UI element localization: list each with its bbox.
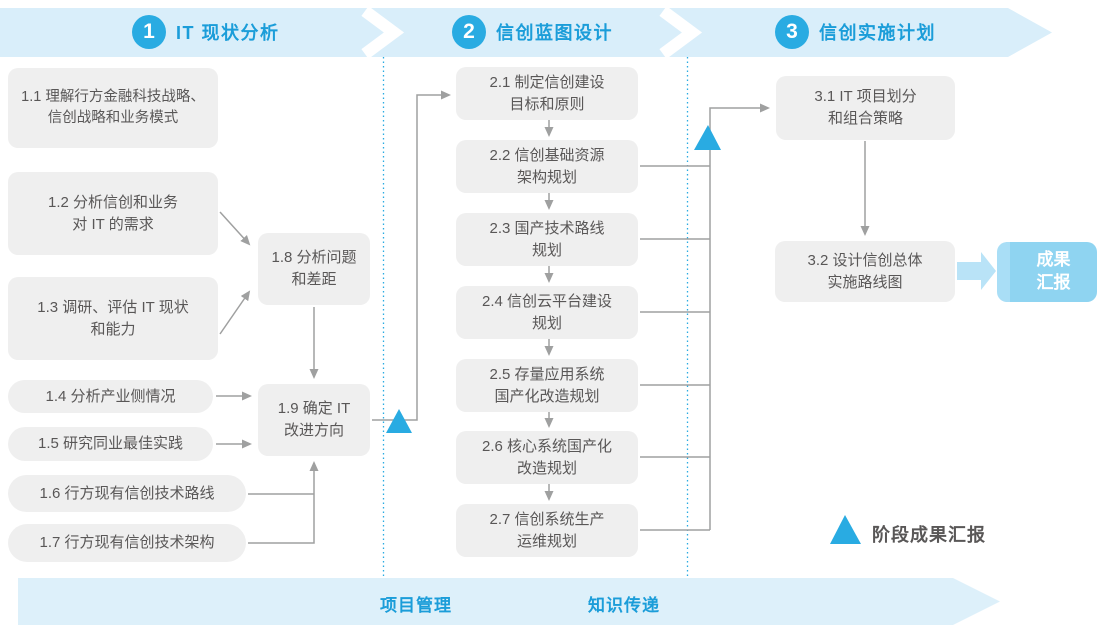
phase-header-2: 2 信创蓝图设计 — [452, 15, 613, 49]
phase-header-3: 3 信创实施计划 — [775, 15, 936, 49]
box-1-8: 1.8 分析问题 和差距 — [258, 233, 370, 305]
box-1-2: 1.2 分析信创和业务 对 IT 的需求 — [8, 172, 218, 255]
box-text-line: 和能力 — [90, 320, 136, 338]
box-1-1: 1.1 理解行方金融科技战略、 信创战略和业务模式 — [8, 68, 218, 148]
box-text-line: 3.1 IT 项目划分 — [814, 88, 917, 106]
footer-label-project-management: 项目管理 — [380, 596, 452, 615]
box-text-line: 2.1 制定信创建设 — [489, 73, 605, 91]
box-1-3: 1.3 调研、评估 IT 现状 和能力 — [8, 277, 218, 360]
box-2-2: 2.2 信创基础资源 架构规划 — [456, 140, 638, 193]
chevron-separator-1 — [361, 6, 405, 59]
box-2-7: 2.7 信创系统生产 运维规划 — [456, 504, 638, 557]
box-2-4: 2.4 信创云平台建设 规划 — [456, 286, 638, 339]
box-text-line: 1.7 行方现有信创技术架构 — [39, 534, 215, 552]
phase-number-badge: 2 — [452, 15, 486, 49]
phase-header-1: 1 IT 现状分析 — [132, 15, 280, 49]
box-1-7: 1.7 行方现有信创技术架构 — [8, 524, 246, 562]
box-1-5: 1.5 研究同业最佳实践 — [8, 427, 213, 461]
box-text-line: 2.3 国产技术路线 — [489, 219, 605, 237]
footer-banner-arrow — [18, 578, 1000, 625]
box-text-line: 实施路线图 — [827, 273, 903, 291]
box-1-6: 1.6 行方现有信创技术路线 — [8, 475, 246, 512]
box-text-line: 1.4 分析产业侧情况 — [45, 387, 176, 405]
phase-number: 2 — [463, 20, 475, 43]
phase-number-badge: 1 — [132, 15, 166, 49]
box-text-line: 2.7 信创系统生产 — [489, 510, 605, 528]
result-report-box: 成果 汇报 — [997, 242, 1097, 302]
box-text-line: 2.5 存量应用系统 — [489, 365, 605, 383]
legend-triangle-icon — [830, 515, 861, 544]
chevron-separator-2 — [659, 6, 703, 59]
box-1-9: 1.9 确定 IT 改进方向 — [258, 384, 370, 456]
phase-title: 信创蓝图设计 — [496, 23, 613, 43]
box-text-line: 3.2 设计信创总体 — [807, 251, 923, 269]
box-text-line: 规划 — [531, 314, 562, 332]
box-text-line: 改造规划 — [516, 459, 577, 477]
box-text-line: 运维规划 — [516, 532, 577, 550]
box-text-line: 1.1 理解行方金融科技战略、 — [21, 88, 205, 105]
phase-number-badge: 3 — [775, 15, 809, 49]
box-text-line: 1.3 调研、评估 IT 现状 — [37, 298, 189, 316]
footer-label-knowledge-transfer: 知识传递 — [588, 596, 660, 615]
box-text-line: 2.6 核心系统国产化 — [481, 437, 613, 455]
result-text-line: 成果 — [1036, 250, 1071, 270]
box-text-line: 1.2 分析信创和业务 — [47, 193, 179, 211]
box-text-line: 2.4 信创云平台建设 — [481, 292, 613, 310]
box-2-5: 2.5 存量应用系统 国产化改造规划 — [456, 359, 638, 412]
box-2-3: 2.3 国产技术路线 规划 — [456, 213, 638, 266]
milestone-triangle-phase1 — [386, 409, 412, 433]
box-text-line: 架构规划 — [516, 168, 577, 186]
box-text-line: 1.9 确定 IT — [277, 400, 351, 418]
box-text-line: 1.8 分析问题 — [271, 249, 357, 267]
phase-title: IT 现状分析 — [176, 23, 280, 43]
box-text-line: 和组合策略 — [827, 110, 903, 127]
box-text-line: 对 IT 的需求 — [72, 215, 154, 233]
box-text-line: 国产化改造规划 — [494, 387, 600, 405]
box-text-line: 目标和原则 — [509, 95, 585, 113]
box-text-line: 改进方向 — [283, 422, 344, 439]
result-arrow — [957, 252, 996, 290]
box-3-1: 3.1 IT 项目划分 和组合策略 — [776, 76, 955, 140]
box-2-1: 2.1 制定信创建设 目标和原则 — [456, 67, 638, 120]
box-1-4: 1.4 分析产业侧情况 — [8, 380, 213, 413]
box-text-line: 1.6 行方现有信创技术路线 — [39, 484, 215, 502]
box-text-line: 和差距 — [291, 271, 337, 288]
box-text-line: 2.2 信创基础资源 — [489, 146, 605, 164]
result-text-line: 汇报 — [1036, 273, 1071, 292]
box-text-line: 信创战略和业务模式 — [47, 110, 179, 126]
box-text-line: 1.5 研究同业最佳实践 — [37, 435, 184, 453]
box-text-line: 规划 — [531, 241, 562, 259]
box-3-2: 3.2 设计信创总体 实施路线图 — [775, 241, 955, 302]
box-2-6: 2.6 核心系统国产化 改造规划 — [456, 431, 638, 484]
milestone-triangle-phase2 — [694, 125, 721, 150]
phase-title: 信创实施计划 — [819, 23, 936, 43]
phase-number: 1 — [143, 20, 155, 43]
phase-number: 3 — [786, 20, 798, 43]
legend-milestone-label: 阶段成果汇报 — [872, 525, 986, 545]
